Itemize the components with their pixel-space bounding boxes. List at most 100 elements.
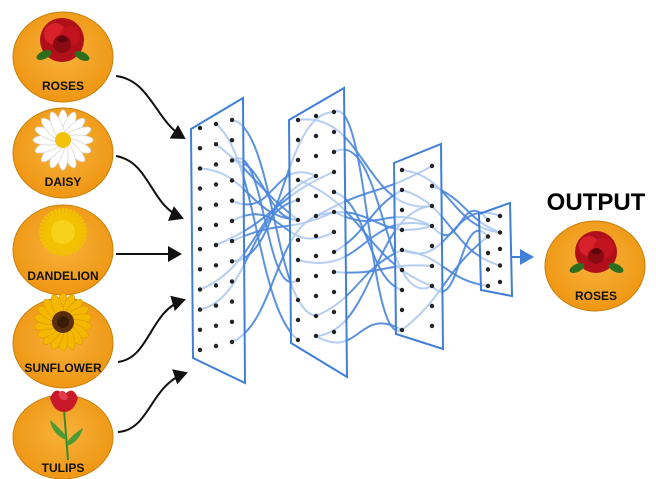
network-node [197, 186, 203, 191]
network-node [331, 129, 337, 135]
network-node [229, 339, 235, 345]
network-node [399, 287, 405, 293]
layer-2-plane [287, 86, 349, 379]
arrow-sunflower [117, 295, 186, 363]
network-node [313, 273, 319, 279]
network-node [429, 263, 435, 269]
network-node [485, 234, 491, 239]
network-node [295, 217, 301, 223]
network-node [213, 162, 219, 167]
network-node [429, 323, 435, 329]
network-node [429, 243, 435, 249]
network-node [313, 153, 319, 159]
network-node [295, 117, 301, 123]
network-node [331, 149, 337, 155]
network-node [213, 283, 219, 288]
network-node [313, 333, 319, 339]
network-node [485, 250, 491, 256]
network-node [313, 173, 319, 179]
network-node [197, 166, 203, 171]
network-node [313, 213, 319, 219]
network-node [485, 283, 491, 289]
network-node [213, 182, 219, 187]
network-node [331, 189, 337, 195]
network-node [485, 267, 491, 272]
output-title: OUTPUT [547, 189, 646, 216]
input-label-roses: ROSES [42, 79, 84, 93]
network-node [331, 249, 337, 255]
network-node [197, 125, 203, 131]
network-node [213, 202, 219, 207]
network-node [213, 343, 219, 349]
network-nodes [197, 109, 503, 353]
arrow-daisy [115, 155, 184, 221]
network-node [399, 327, 405, 333]
network-node [229, 259, 235, 264]
network-node [229, 218, 235, 224]
network-node [229, 279, 235, 284]
network-node [399, 207, 405, 213]
layer-4-plane [477, 201, 514, 298]
network-node [399, 167, 405, 173]
network-node [485, 217, 491, 223]
network-node [229, 299, 235, 304]
network-node [197, 307, 203, 312]
network-node [197, 146, 203, 151]
layer-1-plane [189, 96, 247, 385]
input-tulip-node: TULIPS [12, 390, 114, 479]
dandelion-icon [39, 208, 87, 256]
output-rose-node: ROSES [544, 220, 646, 312]
network-node [313, 193, 319, 199]
network-node [213, 222, 219, 228]
network-node [295, 337, 301, 343]
network-node [313, 113, 319, 119]
network-node [429, 303, 435, 309]
network-node [331, 229, 337, 235]
network-node [313, 293, 319, 299]
input-label-tulips: TULIPS [42, 461, 85, 475]
network-node [497, 246, 503, 252]
network-node [331, 269, 337, 275]
network-node [213, 263, 219, 268]
network-node [229, 138, 235, 143]
network-node [213, 142, 219, 147]
layer-3-plane [392, 142, 445, 351]
rose-icon [36, 18, 90, 62]
output-label: ROSES [575, 289, 617, 303]
network-node [295, 317, 301, 323]
neural-network [189, 86, 534, 385]
network-node [331, 109, 337, 115]
network-node [399, 267, 405, 273]
network-node [213, 323, 219, 328]
tulip-icon [50, 390, 83, 461]
network-node [497, 279, 503, 285]
sunflower-icon [34, 292, 92, 352]
network-node [497, 263, 503, 268]
network-node [331, 329, 337, 335]
network-node [197, 287, 203, 292]
input-dandelion-node: DANDELION [12, 204, 114, 296]
network-node [331, 169, 337, 175]
network-node [197, 347, 203, 353]
network-node [197, 327, 203, 332]
network-node [229, 117, 235, 123]
network-node [429, 223, 435, 229]
arrow-tulips [117, 369, 188, 433]
network-node [213, 303, 219, 308]
network-node [197, 206, 203, 211]
network-node [295, 137, 301, 143]
input-label-sunflower: SUNFLOWER [24, 361, 102, 375]
network-node [295, 177, 301, 183]
network-node [429, 283, 435, 289]
network-node [213, 242, 219, 248]
network-node [429, 163, 435, 169]
network-node [399, 187, 405, 193]
network-node [229, 198, 235, 203]
input-sunflower-node: SUNFLOWER [12, 292, 114, 389]
network-node [229, 319, 235, 324]
network-node [331, 289, 337, 295]
network-node [295, 277, 301, 283]
network-node [295, 197, 301, 203]
